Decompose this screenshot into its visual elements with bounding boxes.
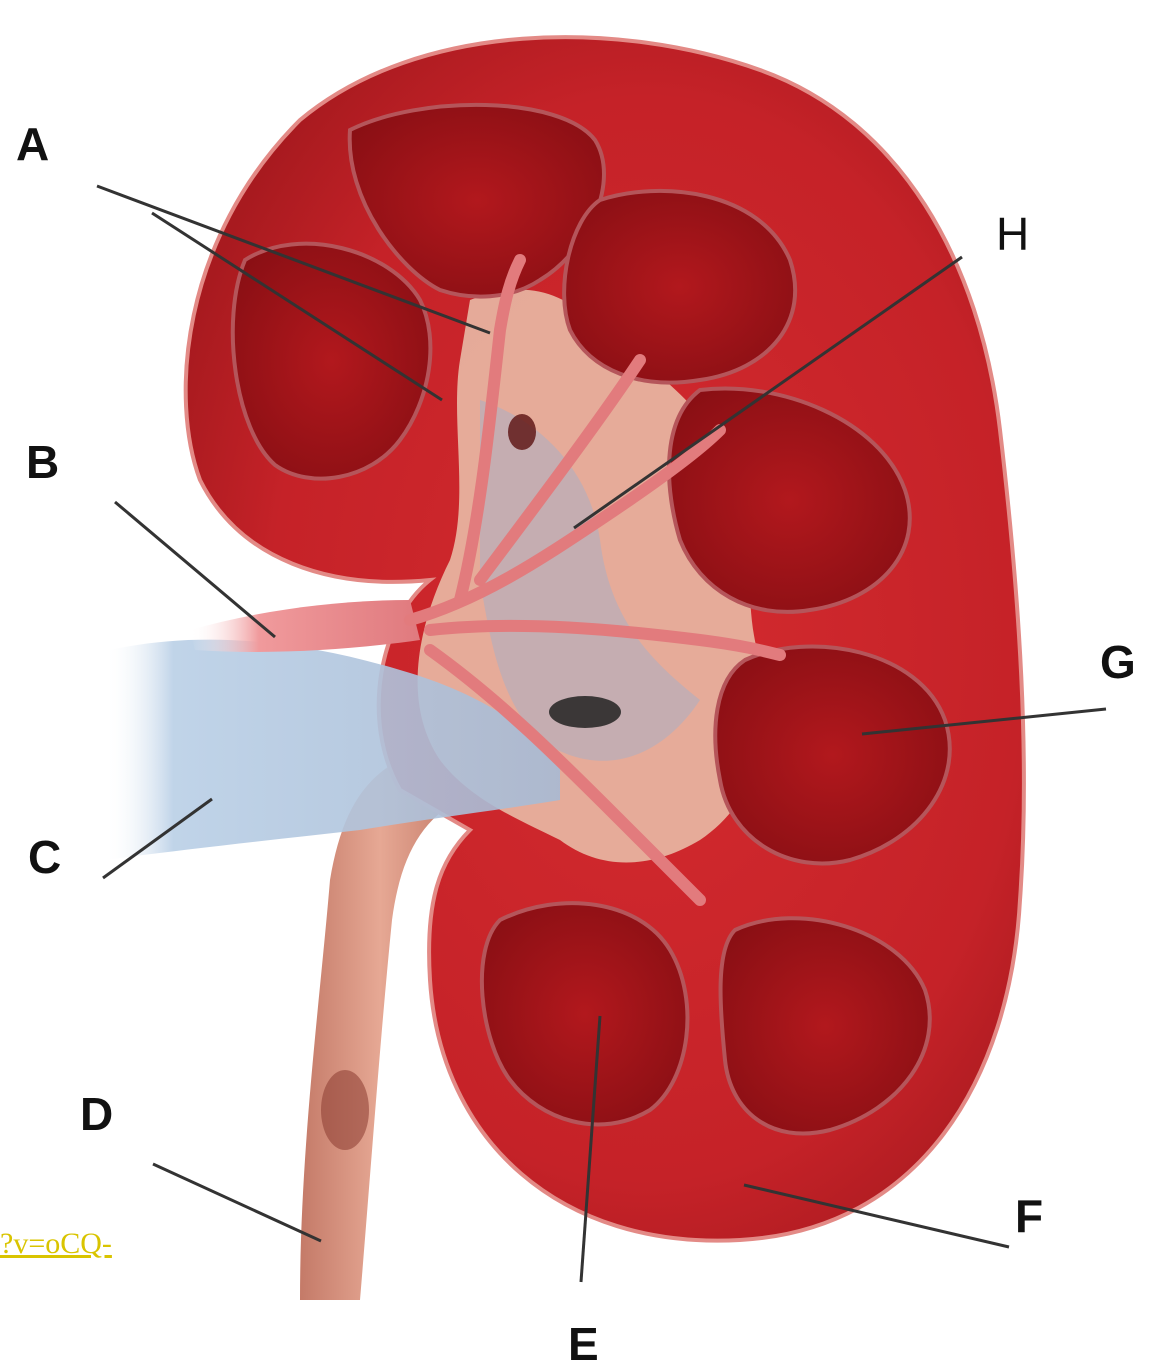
ureter-opening	[321, 1070, 369, 1150]
video-link[interactable]: ?v=oCQ-	[0, 1227, 112, 1261]
label-d: D	[80, 1088, 113, 1140]
label-g: G	[1100, 636, 1136, 688]
label-h: H	[996, 208, 1029, 260]
pointer-line-d	[153, 1164, 321, 1241]
renal-artery	[190, 600, 420, 652]
label-b: B	[26, 436, 59, 488]
label-f: F	[1015, 1190, 1043, 1242]
pyramid	[564, 191, 795, 383]
pelvis-dark-spot-2	[508, 414, 536, 450]
label-a: A	[16, 118, 49, 170]
pelvis-dark-spot	[549, 696, 621, 728]
label-e: E	[568, 1318, 599, 1366]
label-c: C	[28, 831, 61, 883]
